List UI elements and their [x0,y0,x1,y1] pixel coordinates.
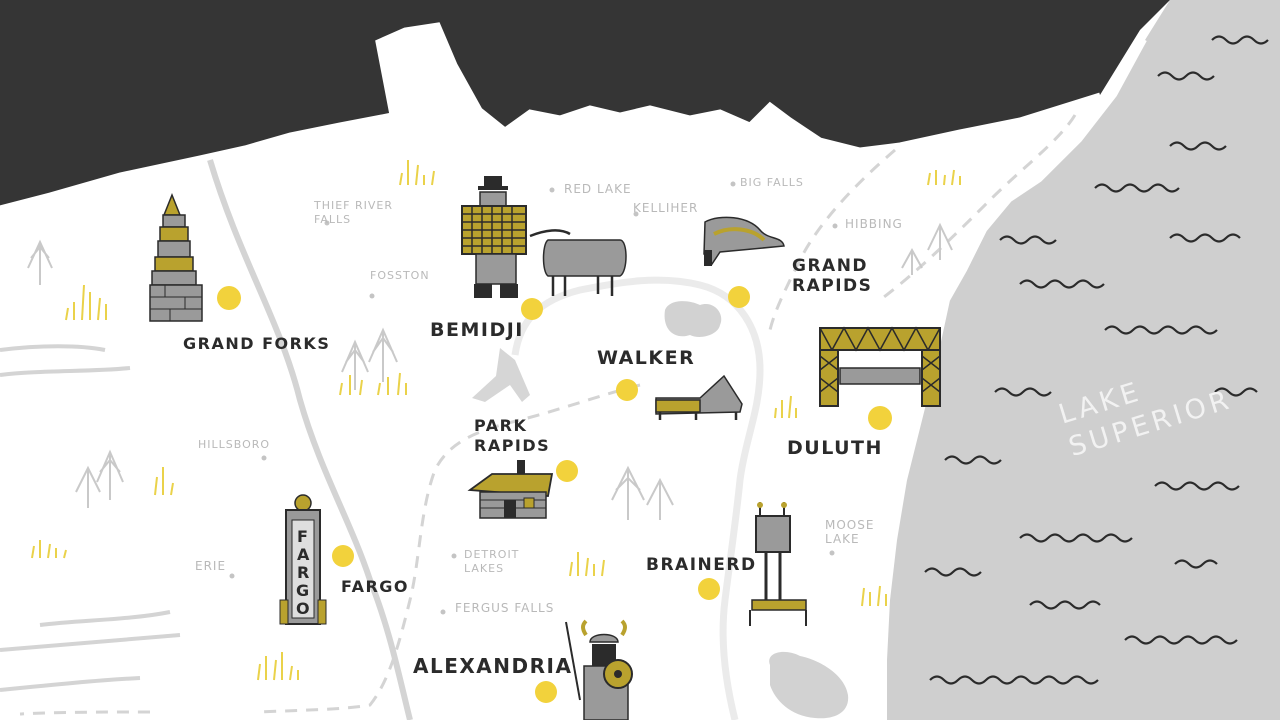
fargo-sign-letter: R [297,563,310,582]
city-label-bemidji[interactable]: BEMIDJI [430,319,524,341]
fargo-sign-letter: G [296,581,310,600]
northern-water [0,0,1280,208]
city-label-alexandria[interactable]: ALEXANDRIA [413,654,573,678]
viking-statue-icon [565,619,633,720]
marker-grand-rapids [728,286,750,308]
town-label-red-lake[interactable]: RED LAKE [564,182,632,196]
town-label-hillsboro[interactable]: HILLSBORO [198,438,271,451]
leech-lake [664,301,722,337]
town-label-big-falls[interactable]: BIG FALLS [740,176,804,189]
city-label-brainerd[interactable]: BRAINERD [646,555,757,575]
town-label-hibbing[interactable]: HIBBING [845,217,903,231]
marker-walker [616,379,638,401]
marker-grand-forks [217,286,241,310]
marker-bemidji [521,298,543,320]
fargo-sign-letter: O [296,599,310,618]
town-label-fergus-falls[interactable]: FERGUS FALLS [455,601,555,615]
fargo-sign-letter: A [297,545,310,564]
deck-chair-icon [655,374,743,420]
fargo-sign-letter: F [297,527,308,546]
fargo-theatre-sign-icon [279,494,327,625]
town-label-kelliher[interactable]: KELLIHER [633,201,699,215]
paul-bunyan-icon [461,176,527,298]
city-label-fargo[interactable]: FARGO [341,577,410,596]
town-dots [229,181,838,615]
town-label-erie[interactable]: ERIE [195,559,227,573]
marker-brainerd [698,578,720,600]
log-cabin-icon [467,460,554,519]
marker-duluth [868,406,892,430]
red-river [207,159,413,720]
town-label-thief-river-falls[interactable]: THIEF RIVER FALLS [314,199,394,226]
city-markers [217,286,892,703]
grass-tufts [31,160,961,681]
town-label-moose-lake[interactable]: MOOSE LAKE [825,518,875,546]
aerial-lift-bridge-icon [819,326,941,407]
mille-lacs-lake [769,651,849,719]
ruby-slippers-icon [703,216,785,266]
lake-superior-water [885,0,1280,720]
city-label-duluth[interactable]: DULUTH [787,437,883,459]
city-label-grand-forks[interactable]: GRAND FORKS [183,334,331,353]
pine-trees [27,222,953,520]
town-label-fosston[interactable]: FOSSTON [370,269,430,282]
red-lake-shape [472,348,530,402]
lake-waves [924,35,1269,685]
babe-the-ox-icon [529,229,627,296]
town-label-detroit-lakes[interactable]: DETROIT LAKES [464,548,520,575]
mississippi-river [511,276,764,720]
marker-alexandria [535,681,557,703]
city-label-grand-rapids[interactable]: GRAND RAPIDS [792,256,873,296]
marker-park-rapids [556,460,578,482]
water-tower-icon [749,502,807,626]
marker-fargo [332,545,354,567]
city-label-walker[interactable]: WALKER [597,347,696,369]
grand-forks-tower-icon [149,192,203,322]
city-label-park-rapids[interactable]: PARK RAPIDS [474,416,551,455]
